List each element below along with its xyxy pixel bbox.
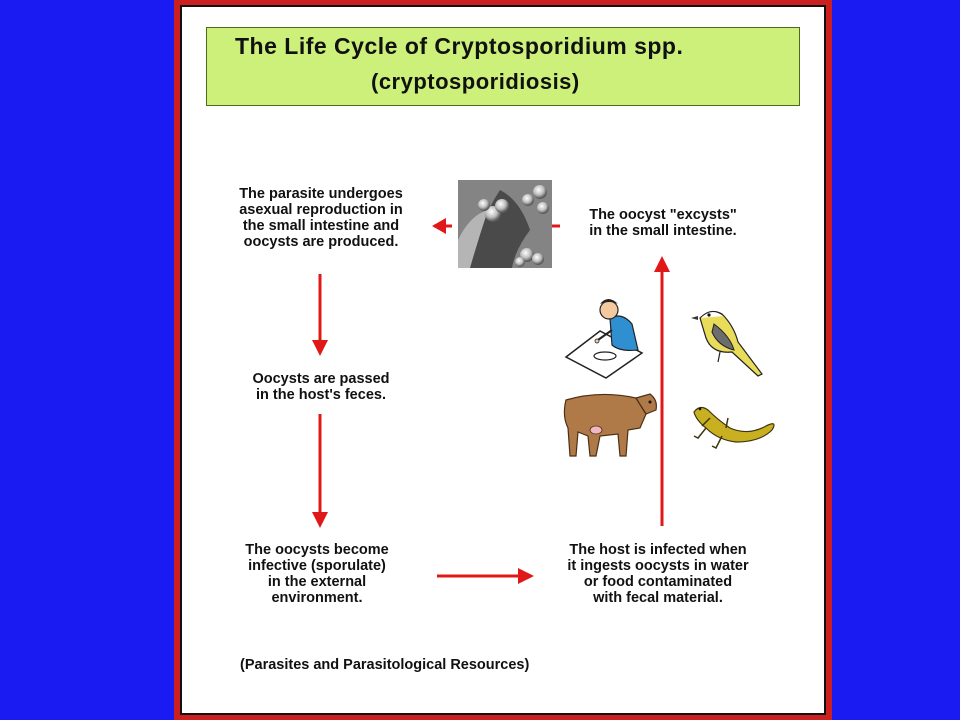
lizard-icon <box>693 406 775 450</box>
cow-icon <box>563 393 657 457</box>
step-oocyst-excysts: The oocyst "excysts" in the small intest… <box>589 207 737 239</box>
bird-icon <box>691 311 763 377</box>
arrow-reproduction-to-passed <box>312 274 328 356</box>
title-line-1: The Life Cycle of Cryptosporidium spp. <box>235 33 827 60</box>
arrow-passed-to-sporulate <box>312 414 328 528</box>
step-oocysts-sporulate: The oocysts become infective (sporulate)… <box>245 542 389 606</box>
title-sub: (cryptosporidiosis) <box>371 69 580 94</box>
micrograph-image <box>458 180 552 268</box>
source-credit: (Parasites and Parasitological Resources… <box>240 657 530 673</box>
step-host-infected: The host is infected when it ingests ooc… <box>567 542 749 606</box>
step-oocysts-passed: Oocysts are passed in the host's feces. <box>252 371 390 403</box>
step-asexual-reproduction: The parasite undergoes asexual reproduct… <box>239 186 403 250</box>
arrow-infected-to-excyst <box>654 256 670 526</box>
person-eating-icon <box>564 299 644 379</box>
title-line-2: (cryptosporidiosis) <box>371 69 960 95</box>
title-box: The Life Cycle of Cryptosporidium spp. (… <box>206 27 800 106</box>
title-main: The Life Cycle of Cryptosporidium spp. <box>235 33 684 59</box>
arrow-sporulate-to-infected <box>437 568 534 584</box>
